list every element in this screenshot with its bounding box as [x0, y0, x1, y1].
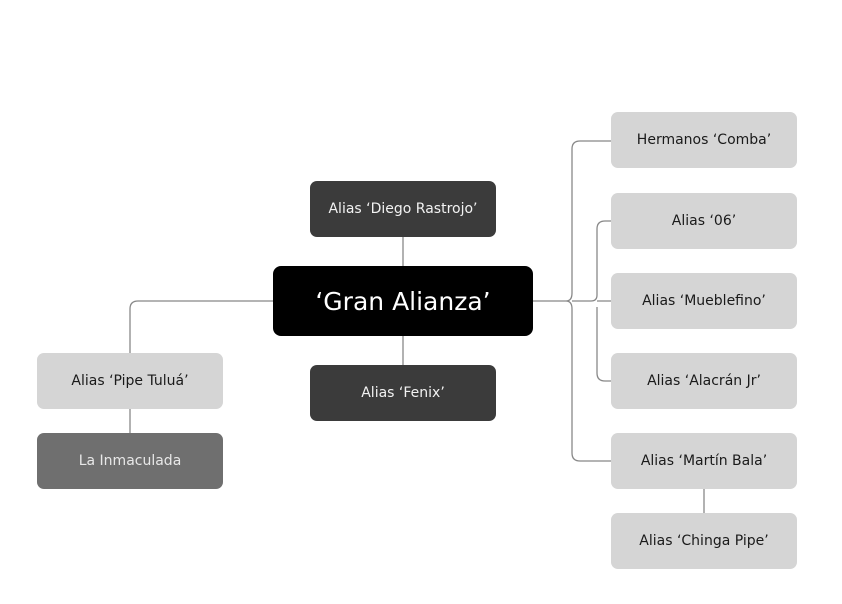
node-gran-alianza: ‘Gran Alianza’ [273, 266, 533, 336]
connector-inner-bracket [572, 220, 611, 382]
node-pipe-tulua: Alias ‘Pipe Tuluá’ [37, 353, 223, 409]
connector-outer-bracket [565, 140, 611, 462]
node-chinga-pipe: Alias ‘Chinga Pipe’ [611, 513, 797, 569]
node-alias-06: Alias ‘06’ [611, 193, 797, 249]
node-hermanos-comba: Hermanos ‘Comba’ [611, 112, 797, 168]
node-alacran-jr: Alias ‘Alacrán Jr’ [611, 353, 797, 409]
node-diego-rastrojo: Alias ‘Diego Rastrojo’ [310, 181, 496, 237]
node-fenix: Alias ‘Fenix’ [310, 365, 496, 421]
connector-left [129, 300, 273, 353]
node-la-inmaculada: La Inmaculada [37, 433, 223, 489]
node-martin-bala: Alias ‘Martín Bala’ [611, 433, 797, 489]
node-mueblefino: Alias ‘Mueblefino’ [611, 273, 797, 329]
